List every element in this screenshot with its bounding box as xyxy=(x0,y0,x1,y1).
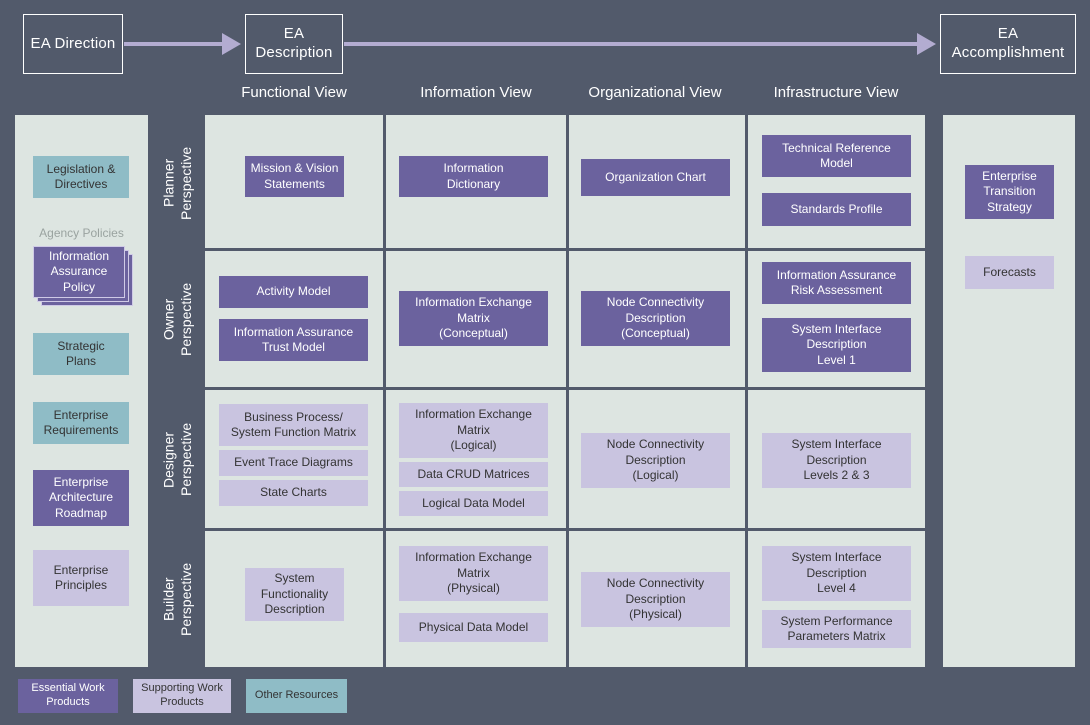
product-node-connectivity-description-conceptual[interactable]: Node Connectivity Description (Conceptua… xyxy=(581,291,730,346)
left-item-enterprise-architecture-roadmap[interactable]: Enterprise Architecture Roadmap xyxy=(33,470,129,526)
product-data-crud-matrices[interactable]: Data CRUD Matrices xyxy=(399,462,548,487)
product-business-process-system-function-matrix[interactable]: Business Process/ System Function Matrix xyxy=(219,404,368,446)
perspective-label-designer: Designer Perspective xyxy=(160,422,195,497)
cell-designer-functional: Business Process/ System Function Matrix… xyxy=(205,390,383,528)
perspective-label-owner: Owner Perspective xyxy=(160,282,195,357)
product-mission-vision-statements[interactable]: Mission & Vision Statements xyxy=(245,156,344,197)
product-node-connectivity-description-physical[interactable]: Node Connectivity Description (Physical) xyxy=(581,572,730,627)
cell-builder-information: Information Exchange Matrix (Physical) P… xyxy=(386,531,566,667)
column-header-organizational: Organizational View xyxy=(588,84,722,101)
right-outcomes-panel: Enterprise Transition Strategy Forecasts xyxy=(943,115,1075,667)
product-information-dictionary[interactable]: Information Dictionary xyxy=(399,156,548,197)
cell-owner-infrastructure: Information Assurance Risk Assessment Sy… xyxy=(748,251,925,387)
product-system-performance-parameters-matrix[interactable]: System Performance Parameters Matrix xyxy=(762,610,911,648)
perspective-label-builder: Builder Perspective xyxy=(160,562,195,636)
cell-designer-infrastructure: System Interface Description Levels 2 & … xyxy=(748,390,925,528)
product-standards-profile[interactable]: Standards Profile xyxy=(762,193,911,226)
cell-designer-organizational: Node Connectivity Description (Logical) xyxy=(569,390,745,528)
cell-planner-information: Information Dictionary xyxy=(386,115,566,248)
left-item-strategic-plans[interactable]: Strategic Plans xyxy=(33,333,129,375)
right-item-forecasts[interactable]: Forecasts xyxy=(965,256,1054,289)
left-resources-panel: Legislation & Directives Agency Policies… xyxy=(15,115,148,667)
cell-builder-functional: System Functionality Description xyxy=(205,531,383,667)
right-item-enterprise-transition-strategy[interactable]: Enterprise Transition Strategy xyxy=(965,165,1054,219)
legend-other-resources[interactable]: Other Resources xyxy=(246,679,347,713)
product-information-assurance-risk-assessment[interactable]: Information Assurance Risk Assessment xyxy=(762,262,911,304)
cell-owner-functional: Activity Model Information Assurance Tru… xyxy=(205,251,383,387)
information-assurance-policy-card[interactable]: Information Assurance Policy xyxy=(33,246,125,298)
ea-accomplishment-box[interactable]: EA Accomplishment xyxy=(940,14,1076,74)
cell-builder-infrastructure: System Interface Description Level 4 Sys… xyxy=(748,531,925,667)
cell-owner-information: Information Exchange Matrix (Conceptual) xyxy=(386,251,566,387)
legend-supporting-work-products[interactable]: Supporting Work Products xyxy=(133,679,231,713)
product-logical-data-model[interactable]: Logical Data Model xyxy=(399,491,548,516)
left-item-enterprise-principles[interactable]: Enterprise Principles xyxy=(33,550,129,606)
product-event-trace-diagrams[interactable]: Event Trace Diagrams xyxy=(219,450,368,476)
information-assurance-policy-stack[interactable]: Information Assurance Policy xyxy=(33,246,133,306)
flow-arrow-1-head-icon xyxy=(222,33,241,55)
product-information-exchange-matrix-conceptual[interactable]: Information Exchange Matrix (Conceptual) xyxy=(399,291,548,346)
product-system-functionality-description[interactable]: System Functionality Description xyxy=(245,568,344,621)
product-organization-chart[interactable]: Organization Chart xyxy=(581,159,730,196)
product-system-interface-description-levels-2-3[interactable]: System Interface Description Levels 2 & … xyxy=(762,433,911,488)
flow-arrow-2-line xyxy=(344,42,919,46)
legend-essential-work-products[interactable]: Essential Work Products xyxy=(18,679,118,713)
left-item-legislation-directives[interactable]: Legislation & Directives xyxy=(33,156,129,198)
left-item-enterprise-requirements[interactable]: Enterprise Requirements xyxy=(33,402,129,444)
perspective-label-planner: Planner Perspective xyxy=(160,146,195,220)
cell-planner-infrastructure: Technical Reference Model Standards Prof… xyxy=(748,115,925,248)
column-header-infrastructure: Infrastructure View xyxy=(773,84,899,101)
product-physical-data-model[interactable]: Physical Data Model xyxy=(399,613,548,642)
product-information-assurance-trust-model[interactable]: Information Assurance Trust Model xyxy=(219,319,368,361)
flow-arrow-1-line xyxy=(124,42,226,46)
product-activity-model[interactable]: Activity Model xyxy=(219,276,368,308)
product-technical-reference-model[interactable]: Technical Reference Model xyxy=(762,135,911,177)
product-state-charts[interactable]: State Charts xyxy=(219,480,368,506)
product-information-exchange-matrix-logical[interactable]: Information Exchange Matrix (Logical) xyxy=(399,403,548,458)
product-node-connectivity-description-logical[interactable]: Node Connectivity Description (Logical) xyxy=(581,433,730,488)
product-system-interface-description-level-1[interactable]: System Interface Description Level 1 xyxy=(762,318,911,372)
cell-designer-information: Information Exchange Matrix (Logical) Da… xyxy=(386,390,566,528)
cell-planner-functional: Mission & Vision Statements xyxy=(205,115,383,248)
product-information-exchange-matrix-physical[interactable]: Information Exchange Matrix (Physical) xyxy=(399,546,548,601)
cell-builder-organizational: Node Connectivity Description (Physical) xyxy=(569,531,745,667)
ea-direction-box[interactable]: EA Direction xyxy=(23,14,123,74)
column-header-information: Information View xyxy=(420,84,532,101)
cell-planner-organizational: Organization Chart xyxy=(569,115,745,248)
column-header-functional: Functional View xyxy=(241,84,347,101)
product-system-interface-description-level-4[interactable]: System Interface Description Level 4 xyxy=(762,546,911,601)
ea-description-box[interactable]: EA Description xyxy=(245,14,343,74)
agency-policies-caption: Agency Policies xyxy=(39,226,124,240)
flow-arrow-2-head-icon xyxy=(917,33,936,55)
cell-owner-organizational: Node Connectivity Description (Conceptua… xyxy=(569,251,745,387)
